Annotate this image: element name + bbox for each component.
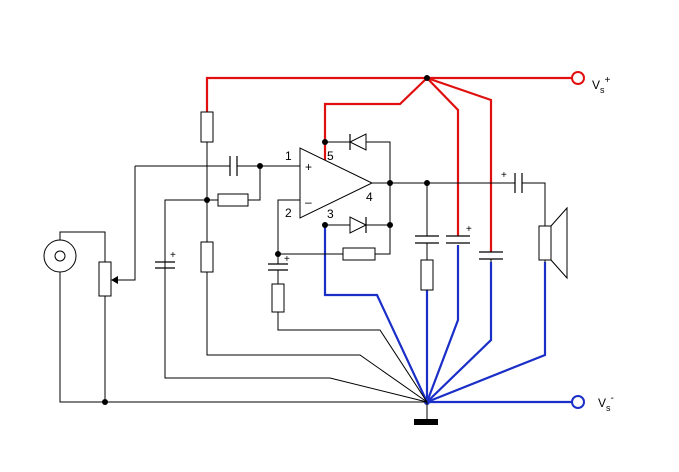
ground-symbol <box>414 419 438 425</box>
positive-terminal: Vs+ <box>571 71 611 95</box>
output-network: + + + <box>268 170 546 313</box>
bias-resistor-bottom <box>200 241 214 273</box>
positive-terminal-label: Vs+ <box>592 75 611 95</box>
pin-2-label: 2 <box>285 206 292 220</box>
negative-terminal-label: Vs- <box>598 393 614 413</box>
pin-4-label: 4 <box>366 190 373 204</box>
pin-5-label: 5 <box>327 149 334 163</box>
feedback-ground-resistor <box>271 283 285 313</box>
polarity-feedback-cap: + <box>284 254 290 265</box>
polarity-input-cap: + <box>170 250 176 261</box>
polarity-supply-cap: + <box>466 224 472 235</box>
negative-supply-rail <box>323 225 576 405</box>
speaker <box>538 206 568 280</box>
feedback-resistor <box>342 247 376 261</box>
negative-terminal: Vs- <box>571 393 614 413</box>
volume-potentiometer <box>98 166 136 402</box>
positive-supply-rail <box>205 75 576 252</box>
pin-3-label: 3 <box>327 207 334 221</box>
ground-fan-lines <box>59 262 428 405</box>
polarity-output-cap: + <box>501 170 507 181</box>
opamp-plus-sign: + <box>305 160 312 174</box>
zobel-resistor <box>420 259 434 291</box>
opamp-minus-sign: – <box>305 195 312 209</box>
input-jack <box>43 231 106 273</box>
bias-resistor-top <box>200 111 214 143</box>
input-series-resistor <box>217 193 249 207</box>
protection-diodes <box>322 133 393 234</box>
input-network: + <box>135 111 300 273</box>
opamp: + – 1 2 3 4 5 <box>282 147 374 221</box>
pin-1-label: 1 <box>285 149 292 163</box>
